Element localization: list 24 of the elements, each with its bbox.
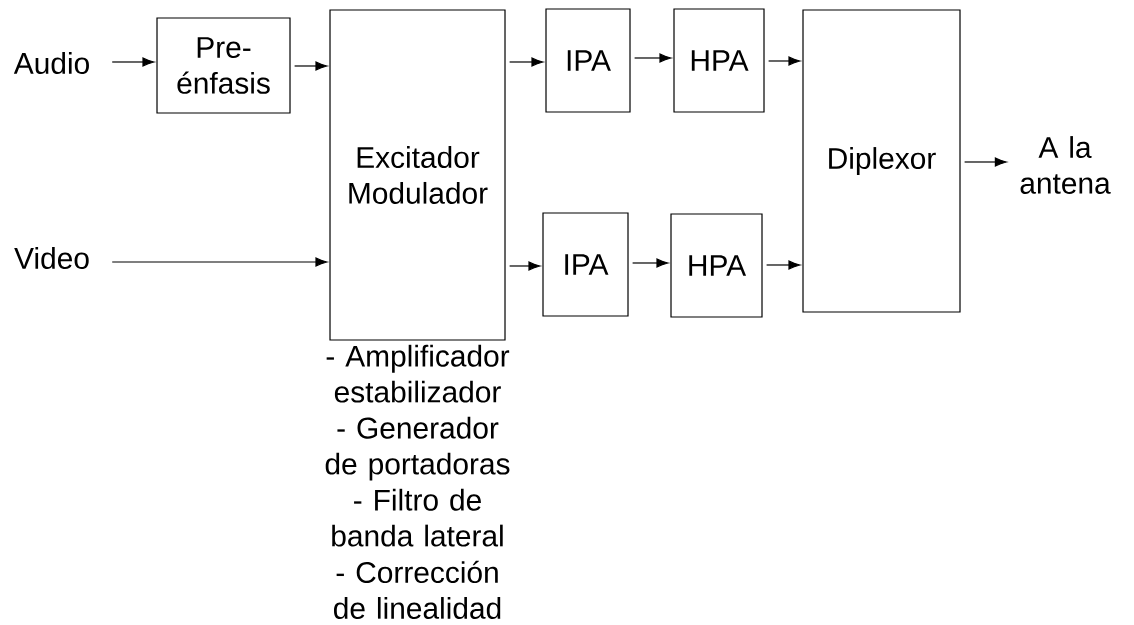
arrow [768,56,801,66]
signal-label: Audio [13,52,89,74]
block-box: IPA [545,8,631,113]
signal-label: A la antena [1020,136,1111,194]
block-box: HPA [670,213,763,318]
annotation-text: - Amplificador estabilizador [326,344,510,403]
arrow [766,260,801,270]
arrow [509,57,544,67]
block-box: HPA [673,8,765,113]
arrow [294,61,328,71]
block-box: Excitador Modulador [329,9,506,341]
block-box: Pre- énfasis [156,17,291,114]
arrow [509,261,541,271]
arrow [111,57,155,67]
arrow [634,53,672,63]
arrow [111,257,328,267]
annotation-text: - Filtro de banda lateral [332,488,503,547]
block-box: IPA [542,212,629,317]
annotation-text: - Generador de portadoras [325,416,510,481]
arrow [632,258,669,268]
signal-label: Video [14,247,89,269]
annotation-text: - Corrección de linealidad [334,560,501,619]
arrow [964,157,1007,167]
block-box: Diplexor [802,9,961,313]
